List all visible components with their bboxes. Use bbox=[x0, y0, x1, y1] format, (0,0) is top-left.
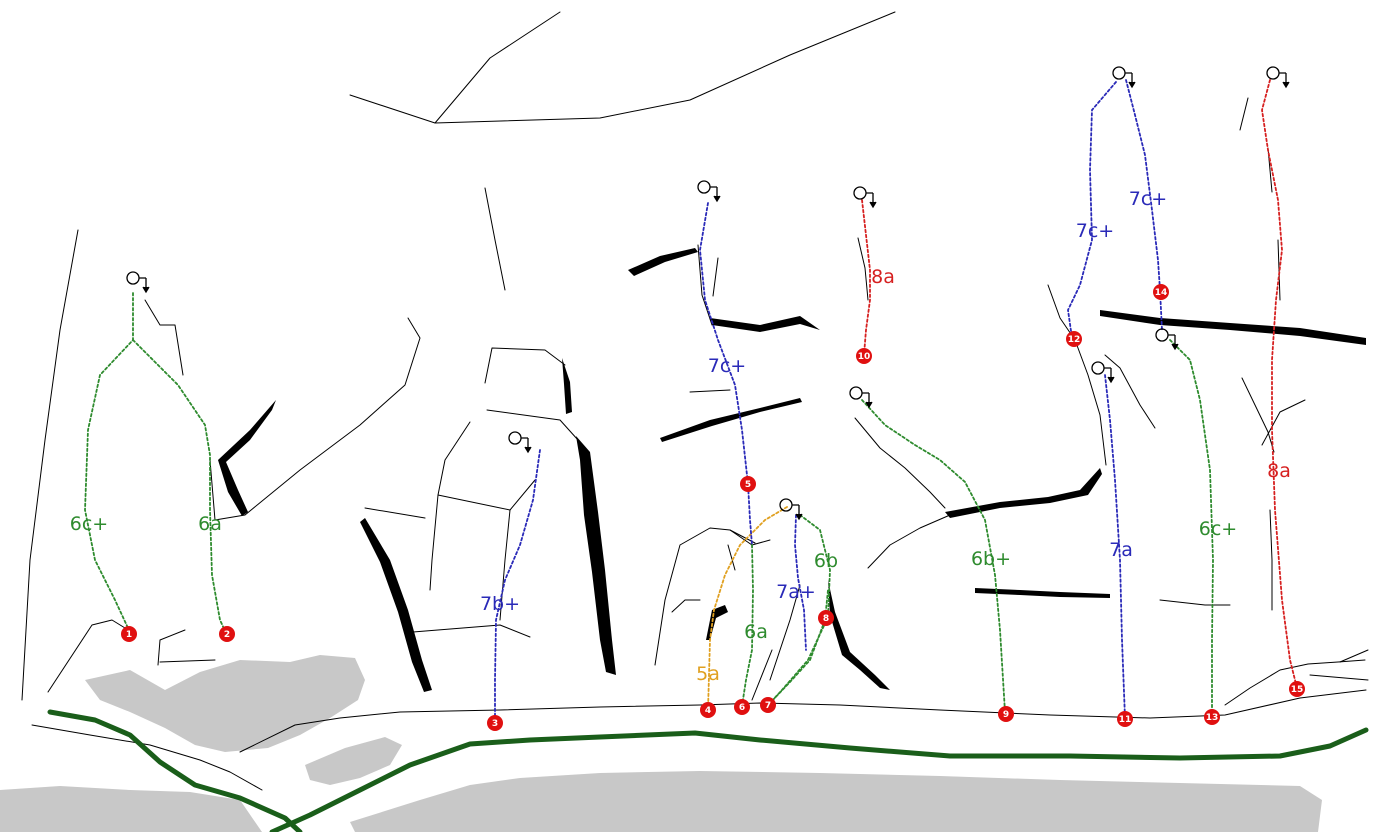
svg-text:5: 5 bbox=[745, 480, 751, 490]
route-marker-1: 1 bbox=[121, 626, 137, 642]
svg-text:8: 8 bbox=[823, 614, 829, 624]
grade-label-13: 6c+ bbox=[1199, 518, 1237, 540]
svg-text:12: 12 bbox=[1068, 335, 1081, 345]
boulder-patch bbox=[305, 737, 402, 785]
route-line-6 bbox=[741, 544, 754, 707]
grade-label-11: 7a bbox=[1109, 539, 1133, 561]
route-line-5 bbox=[699, 202, 753, 546]
route-marker-10: 10 bbox=[856, 348, 872, 364]
grade-label-4: 5a bbox=[696, 663, 720, 685]
route-marker-4: 4 bbox=[700, 702, 716, 718]
lower-off-anchor-icon bbox=[849, 386, 873, 409]
grade-label-6: 6a bbox=[744, 621, 768, 643]
route-line-8 bbox=[799, 514, 831, 618]
boulder-patch bbox=[0, 786, 262, 832]
svg-text:2: 2 bbox=[224, 630, 230, 640]
route-lines bbox=[84, 79, 1298, 723]
route-line-9 bbox=[861, 399, 1006, 713]
boulder-patches bbox=[0, 655, 1322, 832]
route-marker-9: 9 bbox=[998, 706, 1014, 722]
route-line-2 bbox=[132, 339, 227, 634]
route-line-1 bbox=[84, 292, 134, 629]
route-markers: 1 2 3 4 5 6 7 8 9 10 11 12 13 14 15 bbox=[121, 284, 1305, 731]
svg-text:3: 3 bbox=[492, 719, 498, 729]
route-marker-7: 7 bbox=[760, 697, 776, 713]
svg-text:6: 6 bbox=[739, 703, 745, 713]
route-line-10 bbox=[861, 199, 871, 356]
route-line-7b bbox=[768, 589, 829, 705]
grade-label-1: 6c+ bbox=[70, 513, 108, 535]
svg-text:7: 7 bbox=[765, 701, 771, 711]
route-marker-11: 11 bbox=[1117, 711, 1133, 727]
grade-label-2: 6a bbox=[198, 513, 222, 535]
svg-text:9: 9 bbox=[1003, 710, 1009, 720]
svg-text:11: 11 bbox=[1119, 715, 1132, 725]
grade-labels: 6c+ 6a 7b+ 5a 7c+ 6a 7a+ 6b 6b+ 8a 7a 7c… bbox=[70, 188, 1291, 685]
route-line-8b bbox=[769, 616, 829, 704]
route-line-12 bbox=[1067, 81, 1117, 339]
grade-label-8: 6b bbox=[814, 550, 838, 572]
lower-off-anchor-icon bbox=[126, 271, 150, 294]
grade-label-5: 7c+ bbox=[708, 355, 746, 377]
grade-label-3: 7b+ bbox=[480, 593, 520, 615]
grade-label-9: 6b+ bbox=[971, 548, 1011, 570]
grade-label-10: 8a bbox=[871, 266, 895, 288]
svg-text:15: 15 bbox=[1291, 685, 1304, 695]
lower-off-anchor-icon bbox=[853, 186, 877, 209]
route-marker-2: 2 bbox=[219, 626, 235, 642]
route-line-15 bbox=[1261, 79, 1298, 689]
lower-off-anchor-icon bbox=[1155, 328, 1179, 351]
route-line-3 bbox=[494, 449, 541, 723]
svg-text:14: 14 bbox=[1155, 288, 1168, 298]
lower-off-anchor-icon bbox=[779, 498, 803, 521]
svg-text:13: 13 bbox=[1206, 713, 1219, 723]
anchor-icons bbox=[126, 66, 1290, 521]
svg-text:10: 10 bbox=[858, 352, 871, 362]
lower-off-anchor-icon bbox=[508, 431, 532, 454]
route-marker-12: 12 bbox=[1066, 331, 1082, 347]
route-line-4 bbox=[707, 506, 788, 711]
svg-text:1: 1 bbox=[126, 630, 132, 640]
route-line-7 bbox=[794, 514, 807, 651]
grade-label-12: 7c+ bbox=[1076, 220, 1114, 242]
route-marker-13: 13 bbox=[1204, 709, 1220, 725]
lower-off-anchor-icon bbox=[1112, 66, 1136, 89]
route-line-13 bbox=[1169, 339, 1214, 717]
route-marker-8: 8 bbox=[818, 610, 834, 626]
grade-label-14: 7c+ bbox=[1129, 188, 1167, 210]
route-marker-5: 5 bbox=[740, 476, 756, 492]
svg-text:4: 4 bbox=[705, 706, 711, 716]
rock-features-thick bbox=[218, 248, 1366, 692]
route-marker-6: 6 bbox=[734, 699, 750, 715]
grade-label-7: 7a+ bbox=[776, 581, 816, 603]
route-marker-14: 14 bbox=[1153, 284, 1169, 300]
route-line-11 bbox=[1104, 374, 1126, 719]
lower-off-anchor-icon bbox=[697, 180, 721, 203]
lower-off-anchor-icon bbox=[1091, 361, 1115, 384]
boulder-patch bbox=[85, 655, 365, 752]
approach-path bbox=[47, 709, 1369, 832]
grade-label-15: 8a bbox=[1267, 460, 1291, 482]
lower-off-anchor-icon bbox=[1266, 66, 1290, 89]
route-marker-15: 15 bbox=[1289, 681, 1305, 697]
route-marker-3: 3 bbox=[487, 715, 503, 731]
boulder-patch bbox=[350, 771, 1322, 832]
